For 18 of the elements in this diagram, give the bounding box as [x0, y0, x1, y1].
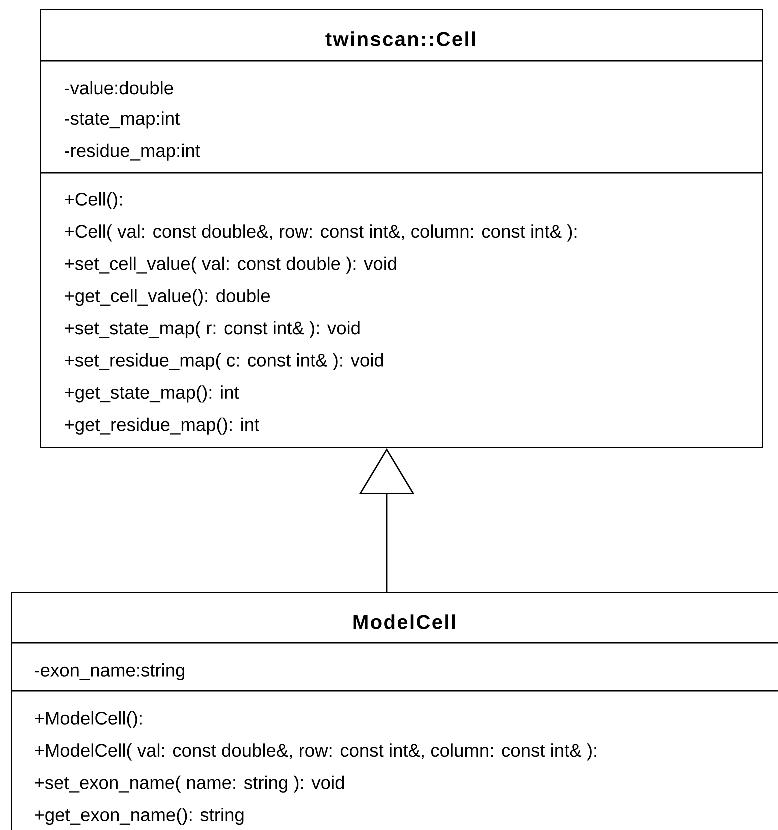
class-name: ModelCell: [354, 614, 456, 630]
method-text: +set_exon_name( name: string ): void: [35, 776, 344, 793]
method-text: +set_cell_value( val: const double ): void: [65, 256, 396, 274]
method-text: +set_state_map( r: const int& ): void: [65, 321, 360, 338]
attribute-text: -residue_map:int: [65, 144, 200, 161]
class-name: twinscan::Cell: [326, 32, 476, 46]
attribute-text: -value:double: [65, 81, 174, 95]
method-text: +get_exon_name(): string: [35, 808, 244, 826]
method-text: +set_residue_map( c: const int& ): void: [65, 353, 384, 371]
method-text: +get_cell_value(): double: [65, 289, 270, 306]
method-text: +Cell( val: const double&, row: const int&, column: const int& ):: [65, 224, 577, 242]
method-text: +get_residue_map(): int: [65, 418, 260, 435]
method-text: +get_state_map(): int: [65, 386, 240, 403]
attribute-text: -state_map:int: [65, 112, 180, 129]
attribute-text: -exon_name:string: [35, 663, 185, 681]
method-text: +ModelCell( val: const double&, row: const int&, column: const int& ):: [35, 744, 596, 761]
method-text: +Cell():: [65, 192, 122, 210]
method-text: +ModelCell():: [35, 711, 142, 729]
